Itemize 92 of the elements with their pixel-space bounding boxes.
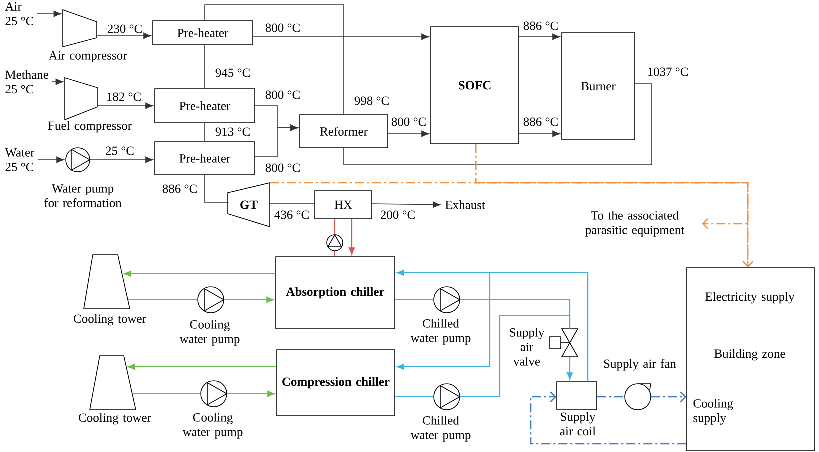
arrow — [255, 124, 298, 158]
arrow — [372, 202, 441, 208]
arrow — [227, 390, 275, 398]
pipe-line — [395, 396, 434, 398]
arrow — [519, 130, 560, 138]
arrow — [519, 34, 560, 40]
pipe-line — [334, 219, 336, 235]
component-label: Water pump for reformation — [44, 184, 122, 208]
pump-symbol — [198, 286, 225, 314]
component-label: Cooling water pump — [180, 320, 240, 346]
pipe-line — [204, 45, 206, 89]
cooling-tower-symbol — [90, 356, 136, 410]
arrow — [38, 156, 64, 164]
edge-label: 25 °C — [106, 146, 134, 156]
edge-label: 945 °C — [216, 68, 250, 78]
arrow — [348, 219, 356, 255]
arrow — [388, 130, 430, 138]
arrow — [651, 392, 687, 402]
component-label: Fuel compressor — [48, 121, 132, 133]
coil-box — [556, 382, 598, 410]
edge-label: 998 °C — [354, 96, 389, 106]
arrow — [475, 144, 749, 230]
process-box: Pre-heater — [154, 142, 256, 176]
pump-symbol — [434, 384, 461, 410]
building-zone-box — [686, 268, 816, 452]
process-box: Pre-heater — [154, 88, 256, 124]
pipe-line — [395, 299, 434, 301]
stream-label: Exhaust — [446, 200, 486, 210]
component-label: Cooling tower — [74, 314, 146, 326]
arrow — [270, 182, 754, 268]
fan-symbol — [624, 384, 652, 410]
edge-label: 182 °C — [108, 92, 141, 102]
edge-label: 800 °C — [266, 90, 300, 100]
edge-label: 230 °C — [108, 24, 142, 34]
stream-label: Air 25 °C — [5, 2, 34, 26]
component-label: Cooling tower — [79, 413, 152, 425]
pump-symbol — [66, 148, 91, 172]
zone-text: Electricity supply — [706, 292, 795, 304]
edge-label: 800 °C — [266, 24, 300, 32]
component-label: Supply air valve — [510, 328, 545, 366]
pump-symbol — [326, 234, 344, 252]
valve-symbol — [550, 328, 579, 358]
component-label: Supply air coil — [560, 412, 596, 436]
arrow — [124, 270, 276, 278]
zone-text: Building zone — [714, 349, 786, 361]
process-box: SOFC — [430, 26, 520, 144]
pipe-line — [344, 84, 652, 166]
arrow — [530, 392, 687, 445]
arrow — [224, 296, 274, 304]
edge-label: 1037 °C — [648, 68, 688, 76]
component-label: Chilled water pump — [410, 416, 471, 442]
arrow — [36, 10, 62, 18]
pipe-line — [334, 251, 336, 257]
edge-label: 886 °C — [524, 22, 558, 30]
stream-label: Water 25 °C — [5, 148, 35, 172]
note-text: To the associated parasitic equipment — [586, 211, 685, 237]
edge-label: 886 °C — [162, 184, 197, 194]
cooling-tower-symbol — [84, 254, 130, 310]
arrow — [253, 34, 430, 40]
edge-label: 886 °C — [524, 118, 558, 126]
process-box: HX — [314, 190, 372, 220]
arrow — [98, 102, 154, 110]
process-box: Burner — [562, 32, 636, 140]
component-label: Supply air fan — [604, 359, 676, 371]
zone-text: Cooling supply — [694, 399, 734, 425]
edge-label: 800 °C — [392, 118, 426, 126]
pipe-line — [460, 315, 571, 398]
component-label: Air compressor — [48, 52, 128, 62]
pipe-line — [204, 123, 206, 142]
arrow — [128, 364, 277, 370]
pipe-line — [128, 299, 198, 301]
process-box: Pre-heater — [152, 20, 254, 46]
arrow — [52, 78, 64, 86]
arrow — [96, 32, 152, 40]
edge-label: 800 °C — [266, 164, 300, 172]
pump-symbol — [200, 380, 228, 408]
pipe-line — [597, 396, 625, 398]
arrow — [90, 156, 154, 164]
process-box: Compression chiller — [276, 350, 396, 416]
pump-symbol — [434, 286, 461, 314]
edge-label: 436 °C — [274, 210, 309, 220]
edge-label: 913 °C — [216, 128, 250, 136]
component-label: Cooling water pump — [182, 413, 243, 439]
pipe-line — [204, 4, 344, 115]
stream-label: Methane 25 °C — [6, 70, 48, 94]
pipe-line — [204, 175, 230, 204]
arrow — [566, 357, 574, 380]
pipe-line — [133, 393, 201, 395]
process-box: Reformer — [300, 114, 388, 148]
edge-label: 200 °C — [380, 210, 415, 220]
process-box: Absorption chiller — [276, 256, 396, 330]
component-label: Chilled water pump — [410, 319, 471, 345]
